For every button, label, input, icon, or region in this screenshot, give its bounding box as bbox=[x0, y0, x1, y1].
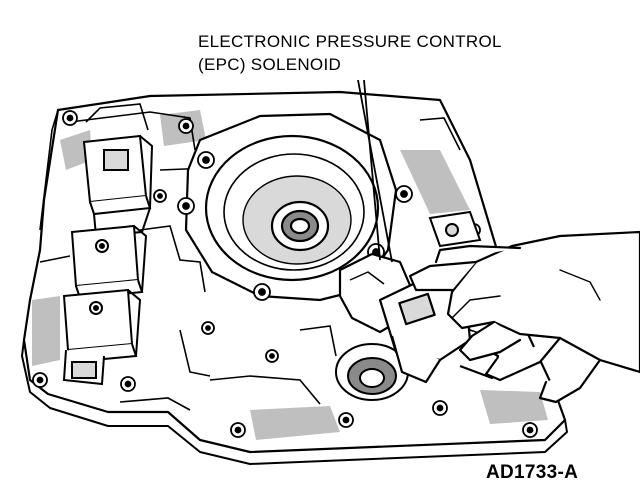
epc-solenoid bbox=[338, 252, 500, 384]
plate-mounting-holes bbox=[32, 110, 538, 438]
technician-hand bbox=[408, 230, 640, 404]
callout-line-1: ELECTRONIC PRESSURE CONTROL bbox=[198, 32, 502, 51]
figure-id: AD1733-A bbox=[486, 462, 579, 483]
center-housing bbox=[184, 112, 398, 302]
callout-leader bbox=[357, 79, 393, 263]
epc-solenoid-callout: ELECTRONIC PRESSURE CONTROL (EPC) SOLENO… bbox=[198, 30, 502, 76]
solenoid-bore bbox=[335, 343, 409, 401]
side-connector bbox=[428, 210, 482, 248]
shift-solenoid-bottom bbox=[62, 288, 142, 386]
shift-solenoid-middle bbox=[70, 224, 148, 300]
housing-bolt-holes bbox=[177, 151, 413, 301]
shift-solenoid-top bbox=[82, 134, 154, 238]
callout-line-2: (EPC) SOLENOID bbox=[198, 55, 342, 74]
plate-shading bbox=[32, 110, 548, 440]
